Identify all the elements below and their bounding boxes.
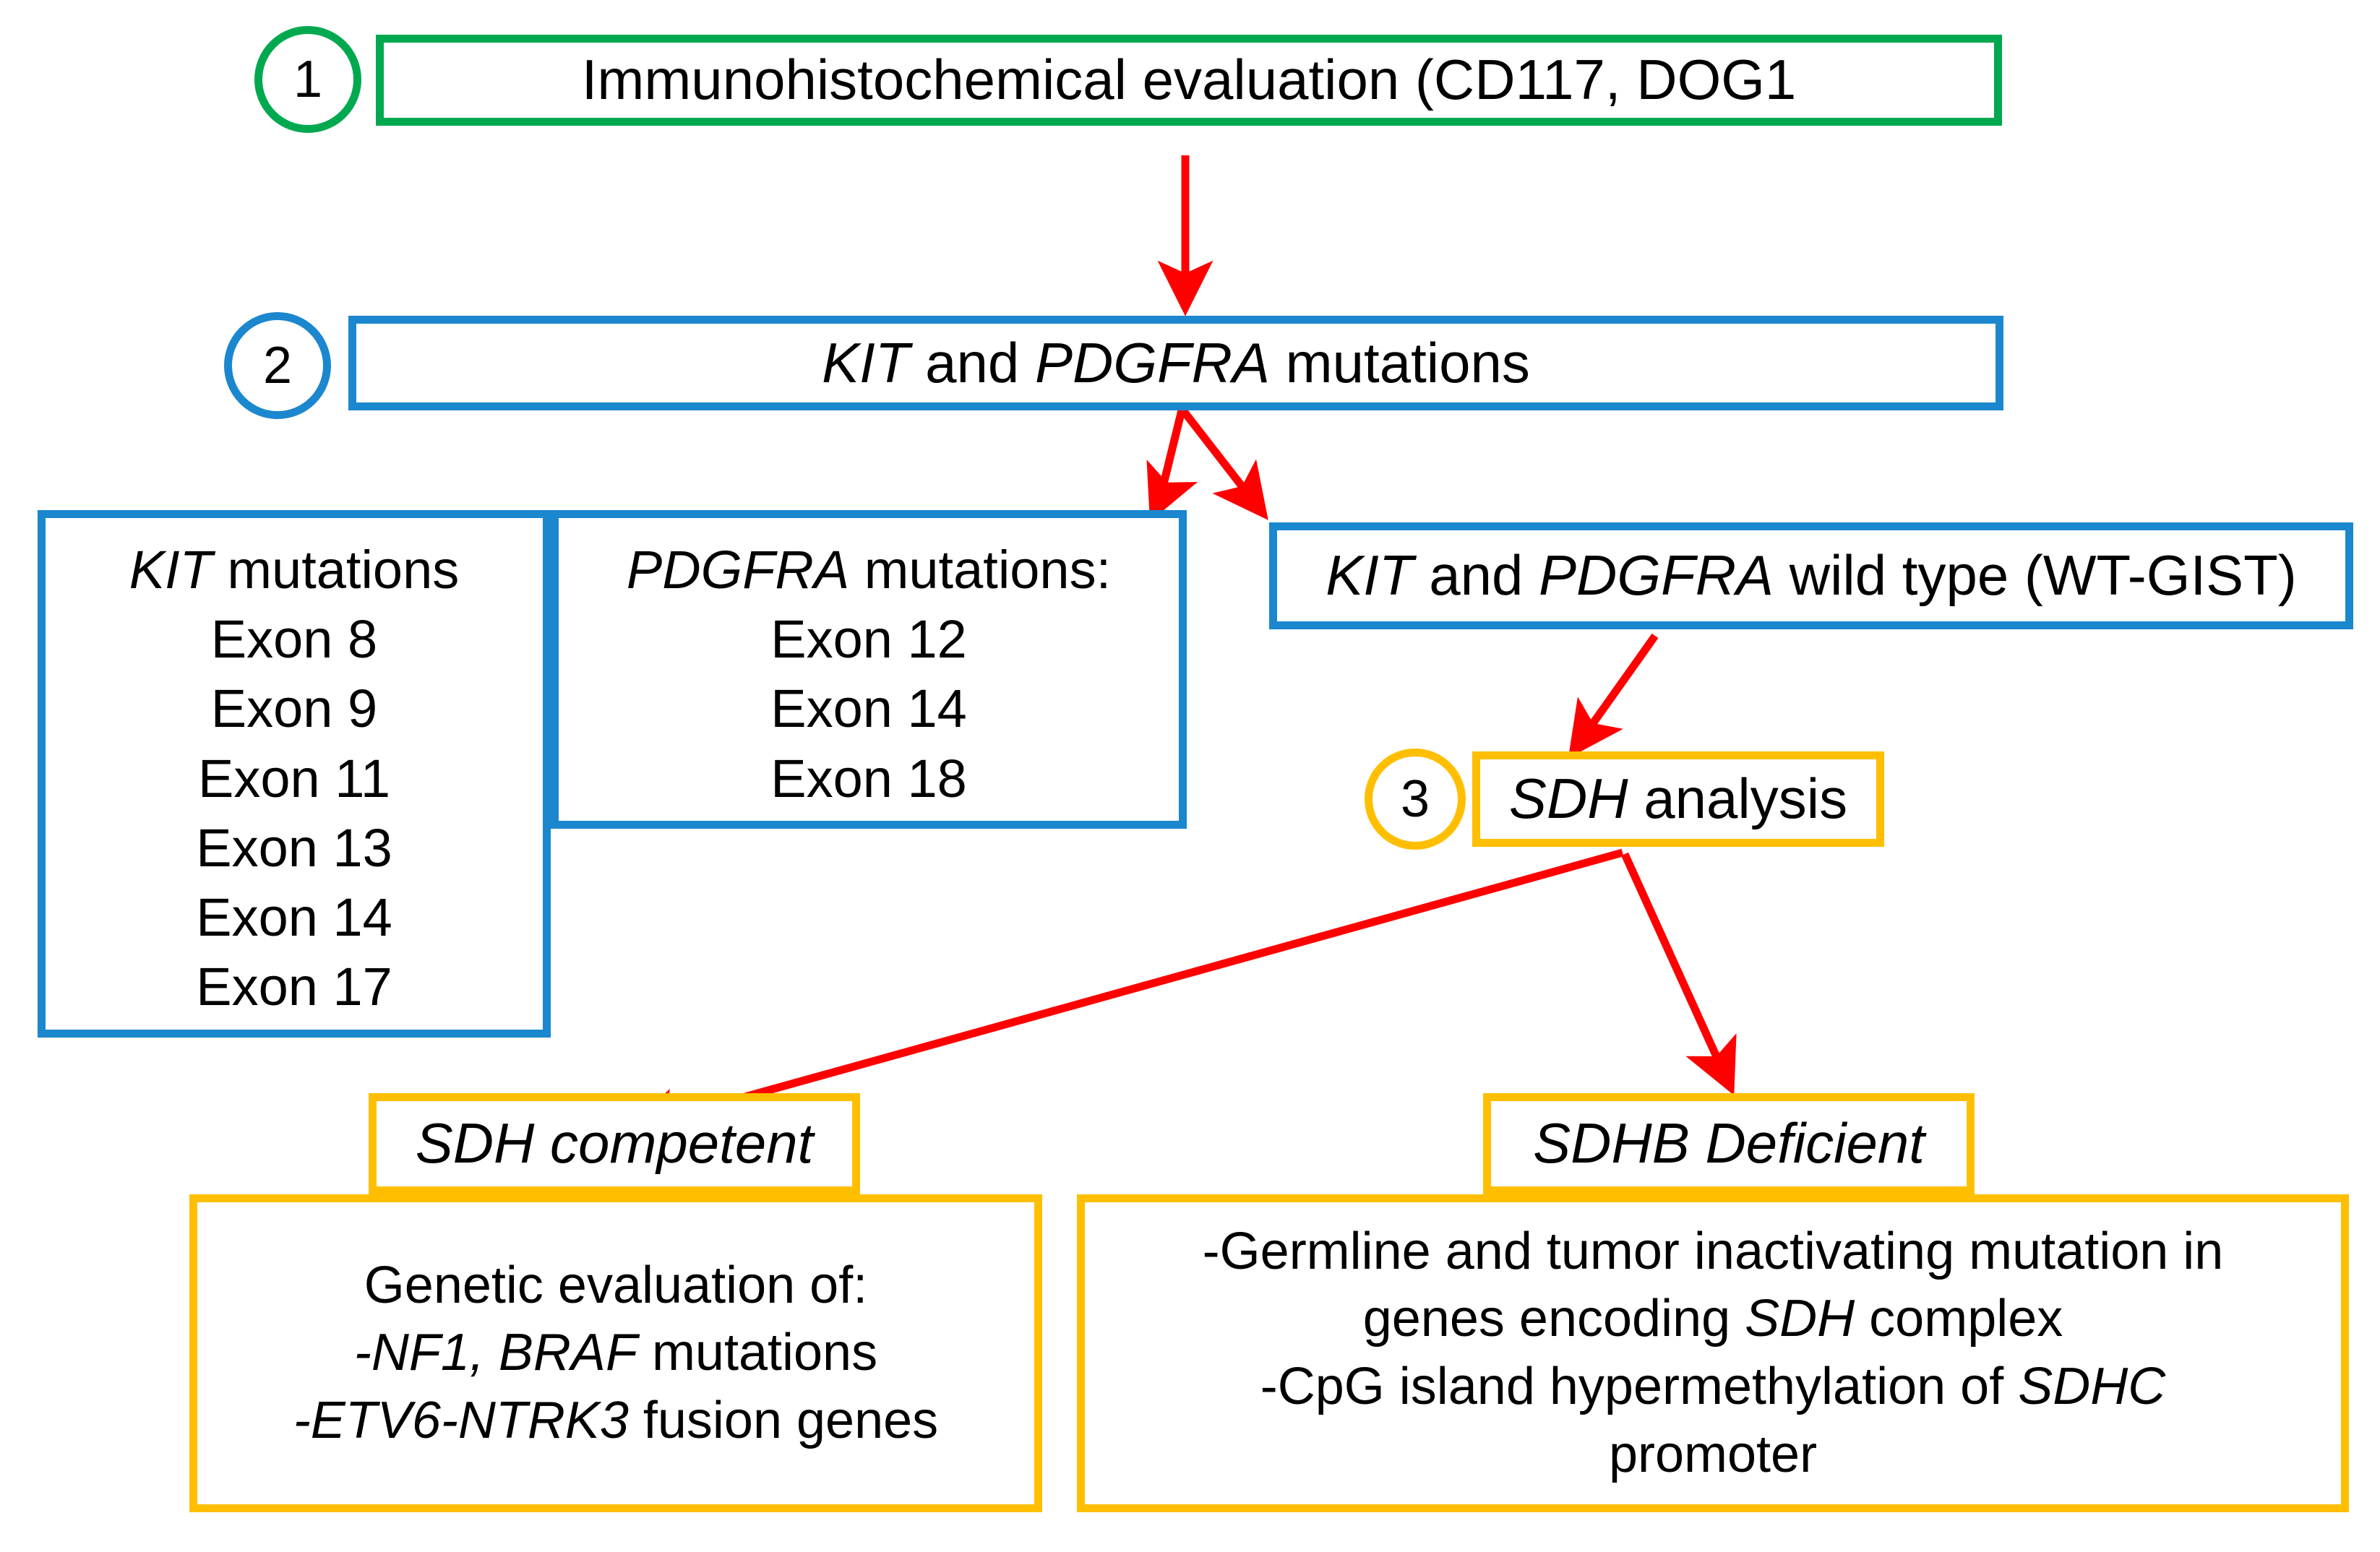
sdh-analysis-suffix: analysis [1628, 767, 1848, 831]
pdgfra-exon-item: Exon 14 [770, 678, 967, 739]
competent-detail-line-1: Genetic evaluation of: [364, 1256, 868, 1314]
kit-title-rest: mutations [212, 540, 460, 600]
pdgfra-mutations-title: PDGFRA mutations: [627, 535, 1111, 605]
wildtype-gene-kit: KIT [1326, 543, 1414, 608]
deficient-detail-line-1: -Germline and tumor inactivating mutatio… [1202, 1222, 2224, 1280]
kit-exon-item: Exon 14 [196, 887, 392, 947]
node-sdhb-deficient-detail[interactable]: -Germline and tumor inactivating mutatio… [1077, 1194, 2349, 1512]
pdgfra-exon-item: Exon 18 [770, 748, 967, 809]
wildtype-conjunction: and [1413, 543, 1539, 608]
kit-gene-name: KIT [129, 540, 212, 600]
arrow-wildtype-to-sdh [1568, 633, 1659, 759]
node-ihc-label: Immunohistochemical evaluation (CD117, D… [581, 48, 1797, 112]
deficient-line3-pre: -CpG island hypermethylation of [1260, 1358, 2019, 1415]
node-kit-mutations[interactable]: KIT mutations Exon 8 Exon 9 Exon 11 Exon… [38, 510, 551, 1038]
node-kit-pdgfra-mutations[interactable]: KIT and PDGFRA mutations [348, 316, 2003, 410]
arrow-sdh-to-sdhb-deficient [1620, 852, 1737, 1096]
deficient-line2-pre: genes encoding [1362, 1290, 1745, 1348]
wildtype-label: KIT and PDGFRA wild type (WT-GIST) [1326, 539, 2297, 612]
kit-exon-item: Exon 8 [210, 609, 378, 670]
pdgfra-exon-item: Exon 12 [770, 609, 967, 670]
deficient-detail-line-3: -CpG island hypermethylation of SDHC [1260, 1353, 2166, 1421]
kit-exon-item: Exon 11 [197, 748, 391, 809]
sdh-competent-label: SDH competent [415, 1111, 814, 1176]
wildtype-suffix: wild type (WT-GIST) [1774, 543, 2297, 608]
arrow-sdh-to-competent [624, 848, 1624, 1143]
node-mutations-label: KIT and PDGFRA mutations [822, 327, 1530, 400]
competent-line2-rest: mutations [637, 1324, 878, 1382]
node-sdhb-deficient[interactable]: SDHB Deficient [1483, 1093, 1975, 1194]
step-badge-2-label: 2 [262, 337, 293, 395]
node-sdh-analysis[interactable]: SDH analysis [1472, 751, 1884, 847]
gene-sdhc: SDHC [2018, 1358, 2166, 1415]
complex-sdh: SDH [1745, 1290, 1855, 1348]
pdgfra-gene-name: PDGFRA [626, 540, 850, 600]
arrow-mutations-to-pdgfra [1146, 409, 1198, 522]
step-badge-1-label: 1 [293, 51, 323, 108]
kit-exon-item: Exon 9 [210, 678, 378, 739]
node-pdgfra-mutations[interactable]: PDGFRA mutations: Exon 12 Exon 14 Exon 1… [551, 510, 1187, 829]
mutations-conjunction: and [909, 330, 1035, 395]
deficient-line2-post: complex [1855, 1290, 2063, 1348]
kit-mutations-title: KIT mutations [129, 535, 460, 605]
competent-detail-line-2: -NF1, BRAF mutations [354, 1319, 877, 1387]
deficient-detail-line-4: promoter [1608, 1425, 1818, 1483]
step-badge-1: 1 [254, 26, 361, 133]
deficient-detail-line-2: genes encoding SDH complex [1363, 1285, 2063, 1353]
competent-line3-rest: fusion genes [628, 1391, 939, 1449]
kit-exon-item: Exon 13 [196, 817, 392, 878]
step-badge-3: 3 [1365, 749, 1466, 850]
node-immunohistochemical-evaluation[interactable]: Immunohistochemical evaluation (CD117, D… [376, 35, 2002, 126]
node-kit-pdgfra-wild-type[interactable]: KIT and PDGFRA wild type (WT-GIST) [1269, 522, 2353, 629]
pdgfra-title-rest: mutations: [849, 540, 1112, 600]
gene-kit: KIT [822, 330, 910, 395]
competent-detail-line-3: -ETV6-NTRK3 fusion genes [293, 1387, 938, 1455]
sdh-gene-name: SDH [1508, 767, 1628, 831]
gene-pdgfra: PDGFRA [1034, 330, 1270, 395]
mutations-suffix: mutations [1270, 330, 1530, 395]
sdh-analysis-label: SDH analysis [1509, 762, 1847, 835]
genes-nf1-braf: -NF1, BRAF [353, 1324, 637, 1382]
genes-etv6-ntrk3: -ETV6-NTRK3 [293, 1391, 629, 1449]
wildtype-gene-pdgfra: PDGFRA [1539, 543, 1774, 608]
sdhb-deficient-label: SDHB Deficient [1533, 1111, 1925, 1176]
step-badge-3-label: 3 [1400, 770, 1430, 828]
step-badge-2: 2 [224, 312, 331, 419]
kit-exon-item: Exon 17 [196, 957, 392, 1017]
node-sdh-competent[interactable]: SDH competent [369, 1093, 860, 1194]
arrow-mutations-to-wildtype [1180, 408, 1268, 520]
node-sdh-competent-detail[interactable]: Genetic evaluation of: -NF1, BRAF mutati… [189, 1194, 1042, 1512]
